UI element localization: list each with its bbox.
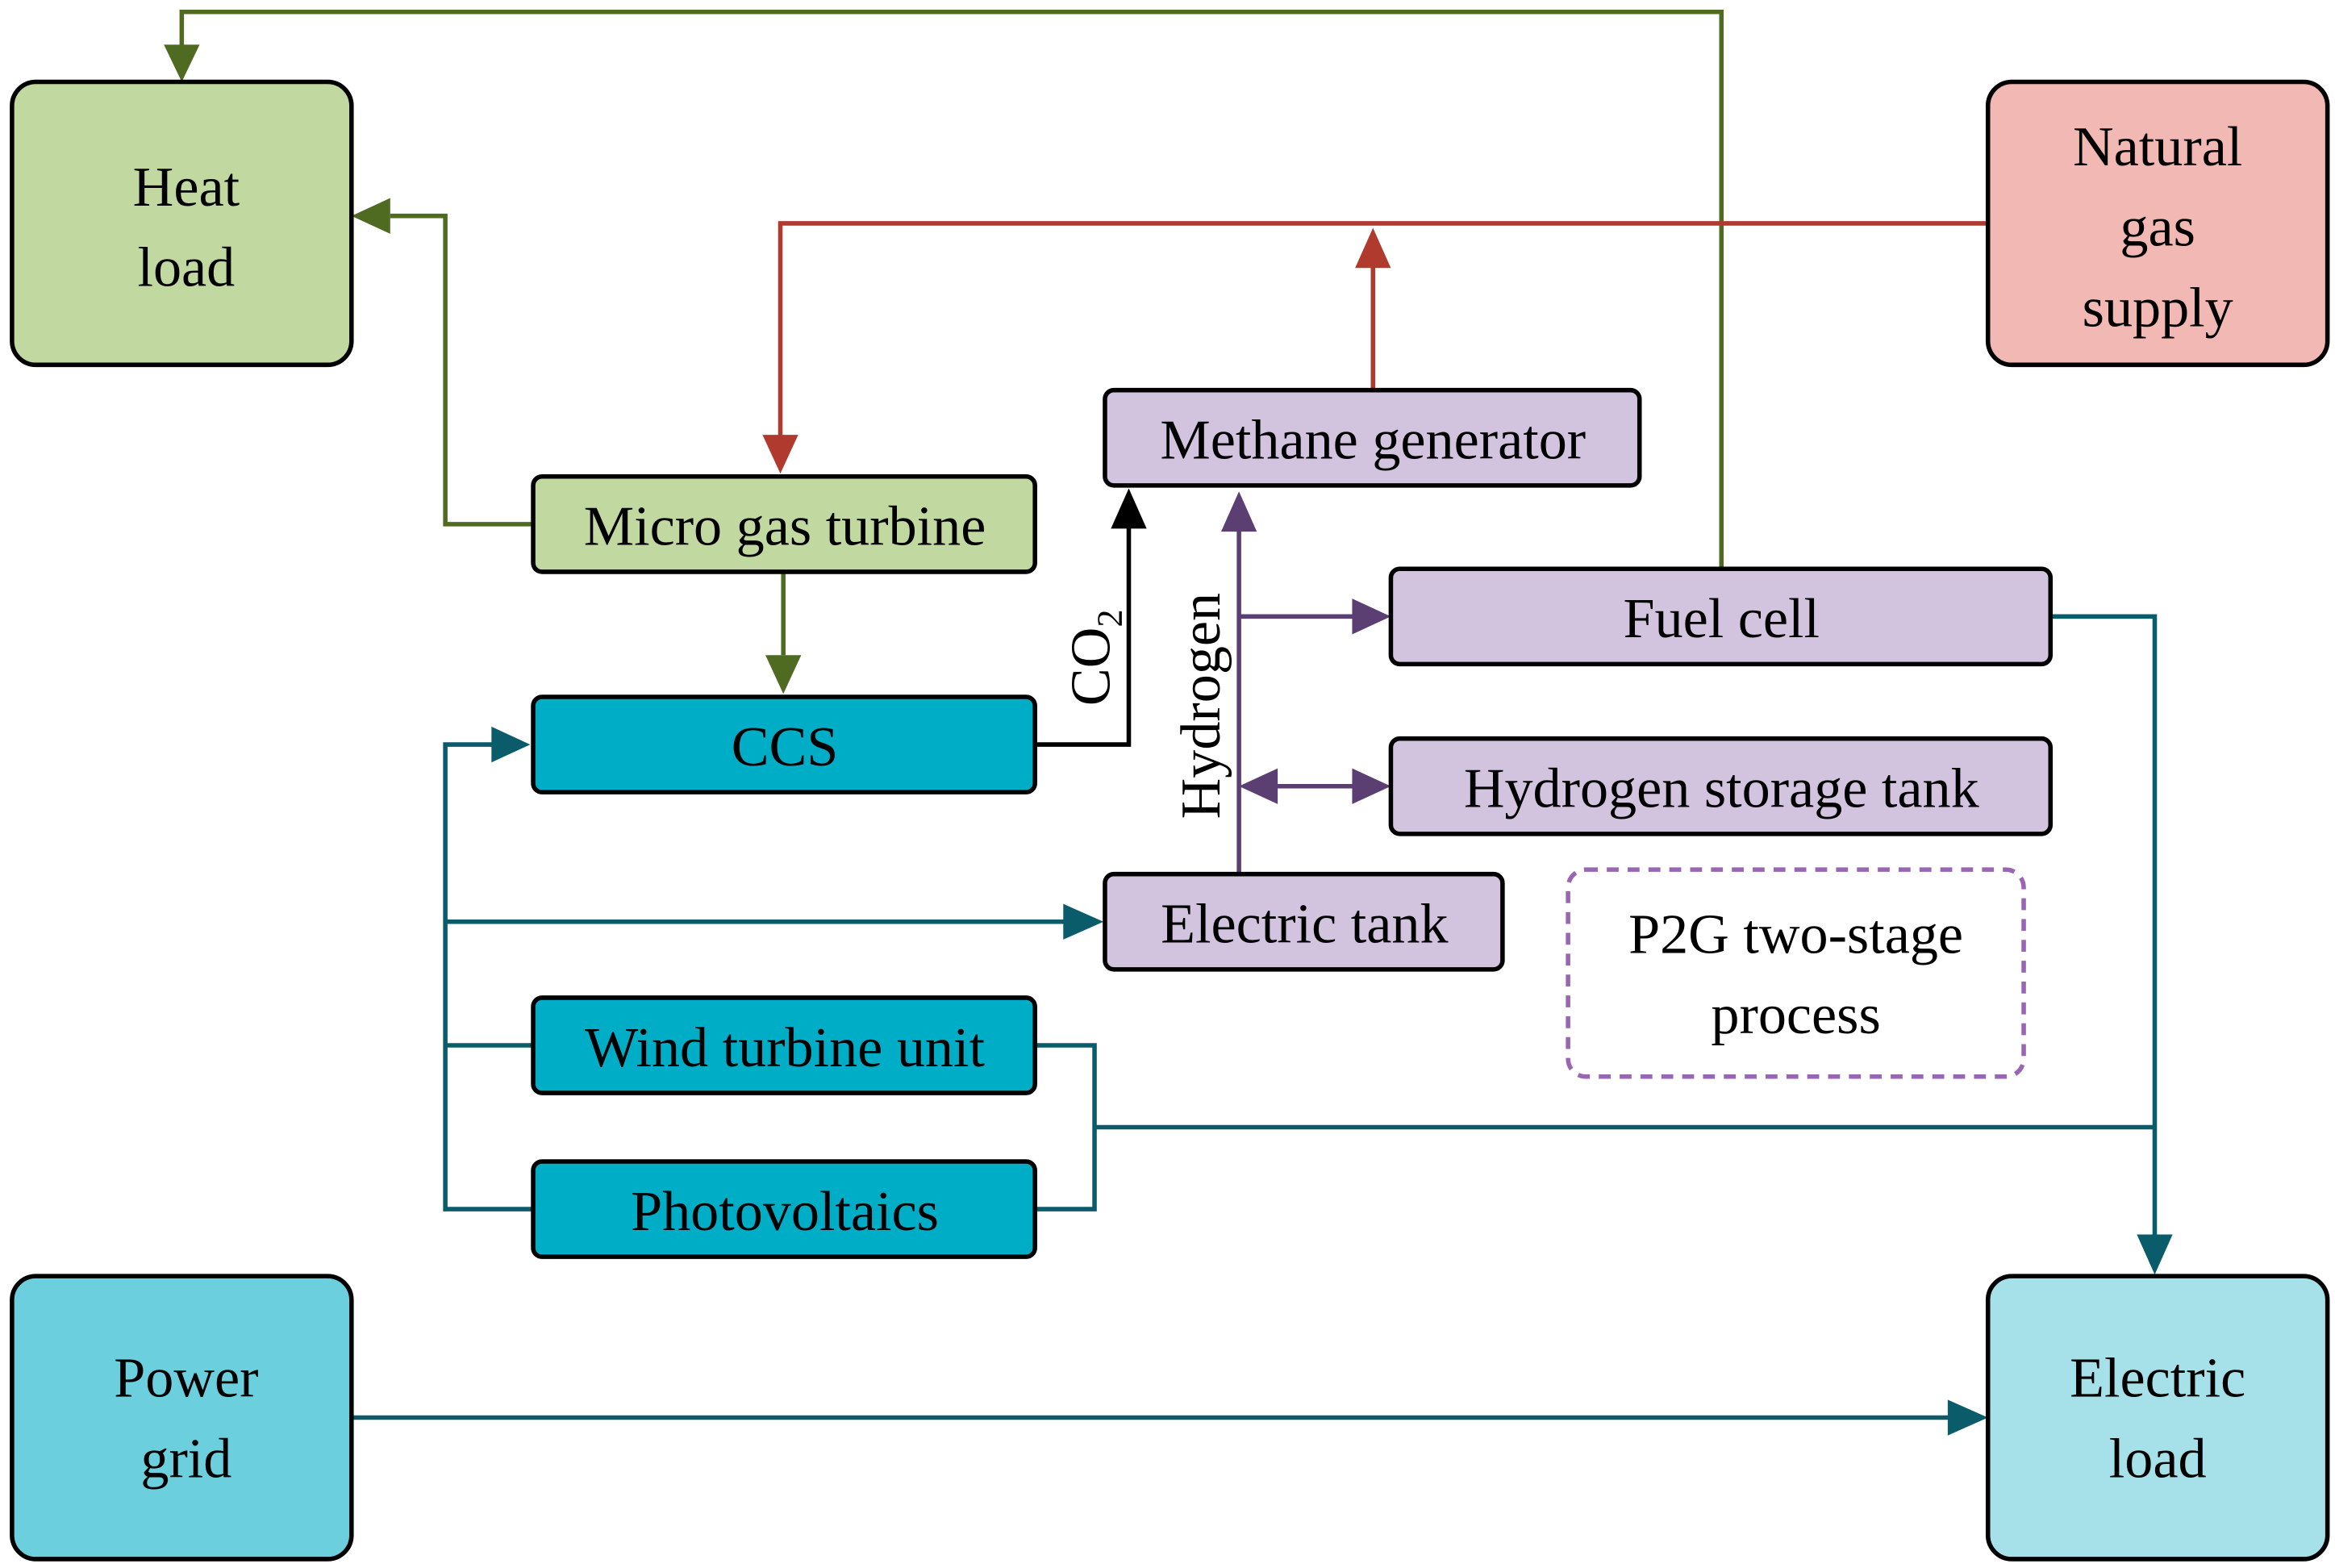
fuel-cell-label: Fuel cell bbox=[1624, 587, 1820, 650]
p2g-process-label-line2: process bbox=[1711, 983, 1880, 1046]
arrowhead-methane-up bbox=[1355, 227, 1391, 269]
ccs-box bbox=[531, 694, 1037, 794]
methane-generator-box bbox=[1103, 387, 1642, 488]
natural-gas-supply-box bbox=[1985, 79, 2330, 368]
arrowhead-electric-load-top bbox=[2137, 1234, 2173, 1275]
co2-flow-label: CO2 bbox=[1060, 609, 1130, 706]
micro-gas-turbine-box bbox=[531, 474, 1037, 574]
heat-load-label-line2: load bbox=[138, 236, 236, 298]
gas-flow-supply-to-turbine bbox=[778, 221, 1988, 436]
electric-load-label-line2: load bbox=[2109, 1427, 2207, 1490]
natural-gas-label-line3: supply bbox=[2083, 276, 2233, 339]
arrowhead-heatload-side bbox=[351, 198, 390, 234]
p2g-process-dashed-box bbox=[1566, 867, 2026, 1079]
wind-turbine-unit-label: Wind turbine unit bbox=[585, 1016, 985, 1079]
heat-load-label-line1: Heat bbox=[133, 156, 240, 219]
electric-tank-label: Electric tank bbox=[1161, 893, 1449, 956]
co2-flow-ccs-to-methane bbox=[1035, 525, 1132, 747]
arrowhead-storage-left bbox=[1239, 768, 1278, 804]
wind-turbine-unit-box bbox=[531, 995, 1037, 1095]
fuel-cell-box bbox=[1388, 566, 2054, 667]
arrowhead-heatload-top bbox=[164, 44, 200, 82]
methane-generator-label: Methane generator bbox=[1160, 409, 1586, 472]
power-grid-label-line1: Power bbox=[114, 1347, 258, 1410]
hydrogen-storage-tank-box bbox=[1388, 736, 2054, 836]
arrowhead-ccs-left bbox=[491, 726, 531, 763]
hydrogen-storage-tank-label: Hydrogen storage tank bbox=[1464, 757, 1980, 820]
photovoltaics-label: Photovoltaics bbox=[631, 1180, 939, 1243]
electric-flow-left-bus bbox=[443, 742, 534, 1211]
arrowhead-methane-co2 bbox=[1111, 488, 1147, 529]
arrowhead-storage-right bbox=[1352, 768, 1391, 804]
power-grid-label-line2: grid bbox=[140, 1427, 231, 1490]
natural-gas-label-line1: Natural bbox=[2073, 115, 2242, 178]
arrowhead-ccs-top bbox=[765, 655, 802, 694]
photovoltaics-box bbox=[531, 1159, 1037, 1259]
electric-load-label-line1: Electric bbox=[2070, 1347, 2245, 1410]
svg-text:Hydrogen: Hydrogen bbox=[1170, 593, 1232, 819]
arrowhead-turbine-top bbox=[762, 435, 798, 474]
heat-flow-turbine-to-heatload bbox=[390, 213, 534, 527]
electric-tank-box bbox=[1103, 871, 1505, 972]
arrowhead-electric-load-left bbox=[1947, 1399, 1988, 1436]
hydrogen-flow-label: Hydrogen bbox=[1170, 593, 1232, 819]
arrowhead-electric-tank bbox=[1063, 903, 1104, 940]
co2-label-subscript: 2 bbox=[1090, 609, 1129, 627]
micro-gas-turbine-label: Micro gas turbine bbox=[584, 495, 986, 558]
electric-flow-fuelcell-to-load bbox=[2050, 614, 2158, 1239]
electric-flow-wind-out bbox=[1035, 1043, 1097, 1211]
power-grid-box bbox=[10, 1274, 354, 1562]
arrowhead-methane-hydrogen bbox=[1220, 491, 1257, 532]
ccs-label: CCS bbox=[732, 715, 839, 778]
co2-label-main: CO bbox=[1060, 628, 1123, 706]
arrowhead-fuelcell bbox=[1352, 598, 1391, 635]
electric-load-box bbox=[1985, 1274, 2330, 1562]
svg-text:CO2: CO2 bbox=[1060, 609, 1130, 706]
heat-flow-fuelcell-to-heatload bbox=[179, 10, 1724, 569]
natural-gas-label-line2: gas bbox=[2120, 196, 2195, 259]
p2g-process-label-line1: P2G two-stage bbox=[1628, 903, 1963, 966]
heat-load-box bbox=[10, 79, 354, 368]
